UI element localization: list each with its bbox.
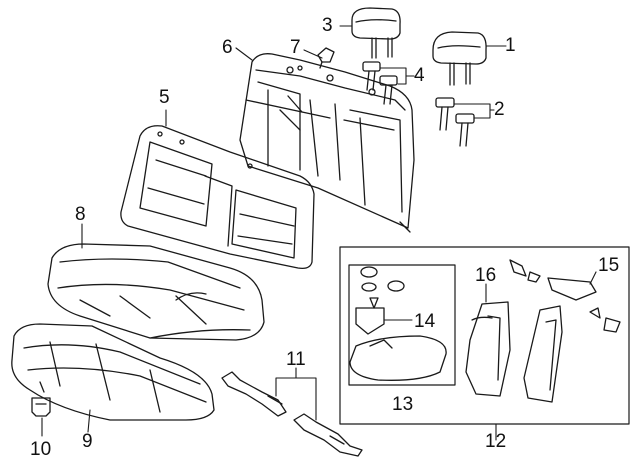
seat-back-frame [239, 53, 415, 233]
callout-15: 15 [598, 255, 620, 276]
seat-cushion-lower [11, 323, 215, 421]
seat-belt-buckles [221, 371, 363, 457]
callout-9: 9 [82, 431, 93, 452]
callout-1: 1 [505, 35, 516, 56]
hardware-panel [339, 246, 630, 425]
hinge-hardware [509, 259, 621, 333]
callout-11: 11 [286, 349, 306, 370]
seat-brackets [465, 301, 563, 403]
cushion-clip [31, 397, 51, 417]
seat-cushion-upper [47, 243, 265, 341]
callout-6: 6 [222, 37, 233, 58]
callout-8: 8 [75, 204, 86, 225]
callout-16: 16 [475, 265, 497, 286]
callout-7: 7 [290, 37, 301, 58]
callout-13: 13 [392, 394, 414, 415]
seat-back-cover [120, 125, 315, 270]
headrest-left [351, 7, 401, 59]
callout-2: 2 [494, 99, 505, 120]
headrest-guides-right [435, 97, 475, 147]
callout-10: 10 [30, 439, 52, 460]
leader-lines [41, 25, 597, 441]
armrest-panel [348, 264, 456, 386]
headrest-right [432, 31, 487, 86]
callout-3: 3 [322, 15, 333, 36]
callout-12: 12 [485, 431, 507, 452]
callout-5: 5 [159, 87, 170, 108]
callout-14: 14 [414, 311, 436, 332]
callout-4: 4 [414, 65, 425, 86]
